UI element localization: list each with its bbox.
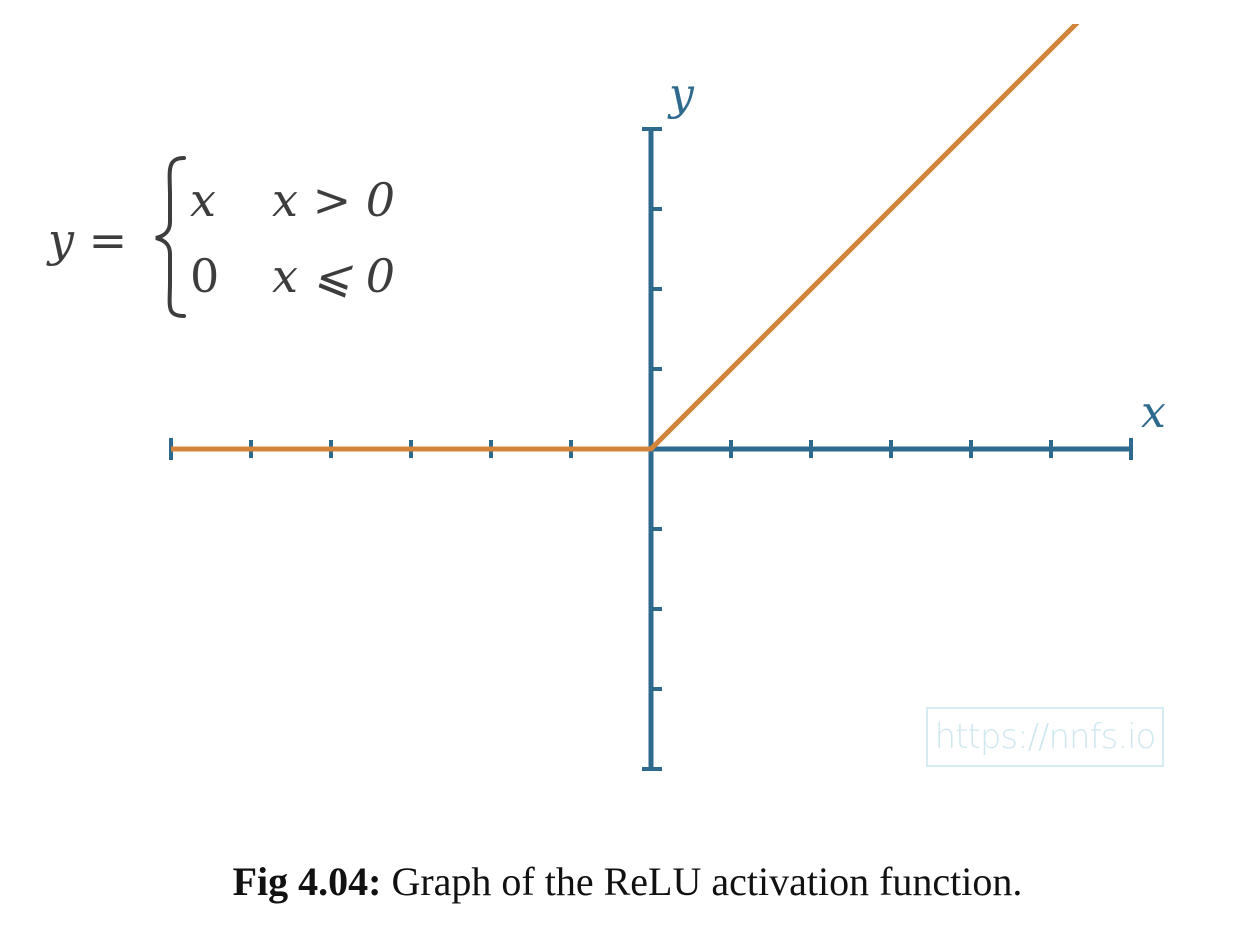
formula-case1-condition: x > 0 (272, 173, 395, 227)
y-axis-ticks (642, 127, 662, 771)
formula-brace (155, 156, 186, 318)
caption-text: Graph of the ReLU activation function. (381, 859, 1023, 904)
watermark-url: https://nnfs.io (926, 707, 1164, 767)
formula-case2-condition: x ⩽ 0 (272, 249, 395, 303)
x-axis-label: x (1141, 387, 1166, 438)
figure-caption: Fig 4.04: Graph of the ReLU activation f… (0, 858, 1255, 905)
formula-case1-value: x (190, 173, 216, 227)
caption-label: Fig 4.04: (232, 859, 382, 904)
relu-formula: y = x x > 0 0 x ⩽ 0 (46, 156, 395, 318)
y-axis-label: y (667, 69, 695, 120)
formula-case2-value: 0 (190, 249, 219, 303)
relu-series-line (171, 24, 1080, 452)
formula-lhs: y = (46, 213, 127, 267)
